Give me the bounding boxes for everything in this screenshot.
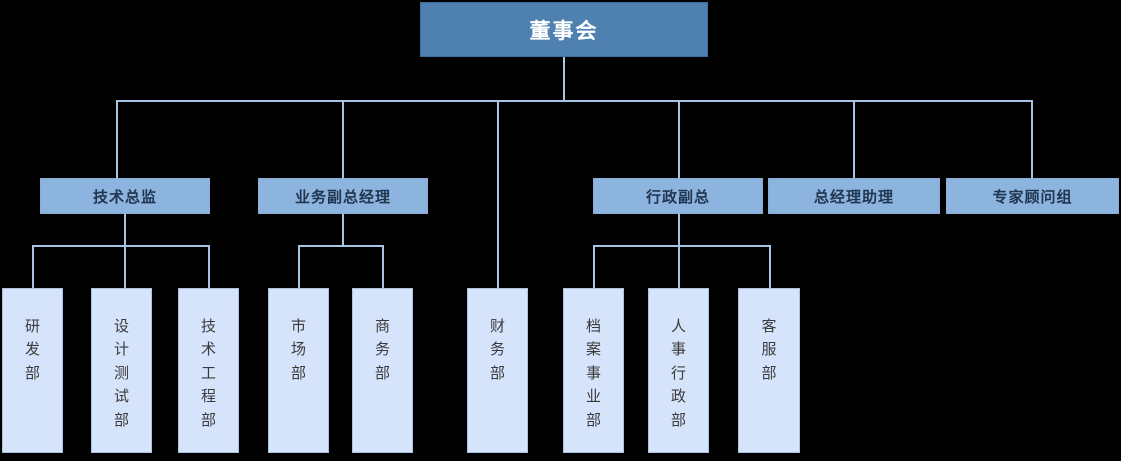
connector-drop-archive-bu <box>593 245 595 288</box>
node-commerce-dept[interactable]: 商 务 部 <box>352 288 413 453</box>
node-tech-eng-dept[interactable]: 技 术 工 程 部 <box>178 288 239 453</box>
node-archive-bu[interactable]: 档 案 事 业 部 <box>563 288 624 453</box>
node-customer-service[interactable]: 客 服 部 <box>738 288 800 453</box>
node-admin-vp[interactable]: 行政副总 <box>593 178 763 214</box>
node-label: 业务副总经理 <box>294 187 391 206</box>
node-label: 人 事 行 政 部 <box>670 317 686 429</box>
node-label: 研 发 部 <box>24 317 40 382</box>
node-label: 档 案 事 业 部 <box>585 317 601 429</box>
node-label: 董事会 <box>529 18 599 43</box>
node-gm-assistant[interactable]: 总经理助理 <box>768 178 940 214</box>
node-label: 财 务 部 <box>489 317 505 382</box>
connector-bus-tech-director <box>32 245 210 247</box>
connector-drop-hr-admin-dept <box>678 245 680 288</box>
node-label: 市 场 部 <box>290 317 306 382</box>
connector-drop-design-test-dept <box>124 245 126 288</box>
connector-drop-gm-assistant <box>853 100 855 178</box>
connector-drop-tech-eng-dept <box>208 245 210 288</box>
node-label: 设 计 测 试 部 <box>113 317 129 429</box>
connector-drop-customer-service <box>769 245 771 288</box>
connector-drop-finance-dept <box>497 100 499 288</box>
connector-drop-tech-director <box>116 100 118 178</box>
connector-stem-business-vp <box>342 214 344 245</box>
connector-root-stem <box>563 57 565 100</box>
node-tech-director[interactable]: 技术总监 <box>40 178 210 214</box>
node-label: 技术总监 <box>92 187 157 206</box>
connector-drop-rd-dept <box>32 245 34 288</box>
node-label: 专家顾问组 <box>992 187 1073 206</box>
node-design-test-dept[interactable]: 设 计 测 试 部 <box>91 288 152 453</box>
node-expert-advisory[interactable]: 专家顾问组 <box>946 178 1119 214</box>
node-finance-dept[interactable]: 财 务 部 <box>467 288 528 453</box>
node-marketing-dept[interactable]: 市 场 部 <box>268 288 329 453</box>
connector-level1-bus <box>116 100 1032 102</box>
connector-stem-admin-vp <box>678 214 680 245</box>
connector-drop-commerce-dept <box>382 245 384 288</box>
connector-bus-admin-vp <box>593 245 771 247</box>
node-board-of-directors[interactable]: 董事会 <box>420 2 708 57</box>
node-label: 商 务 部 <box>374 317 390 382</box>
node-label: 技 术 工 程 部 <box>200 317 216 429</box>
node-hr-admin-dept[interactable]: 人 事 行 政 部 <box>648 288 709 453</box>
connector-bus-business-vp <box>298 245 384 247</box>
node-business-vp[interactable]: 业务副总经理 <box>258 178 428 214</box>
node-rd-dept[interactable]: 研 发 部 <box>2 288 63 453</box>
connector-drop-marketing-dept <box>298 245 300 288</box>
node-label: 总经理助理 <box>813 187 894 206</box>
connector-drop-expert-advisory <box>1031 100 1033 178</box>
connector-drop-admin-vp <box>678 100 680 178</box>
node-label: 客 服 部 <box>761 317 777 382</box>
connector-drop-business-vp <box>342 100 344 178</box>
connector-stem-tech-director <box>124 214 126 245</box>
node-label: 行政副总 <box>645 187 710 206</box>
